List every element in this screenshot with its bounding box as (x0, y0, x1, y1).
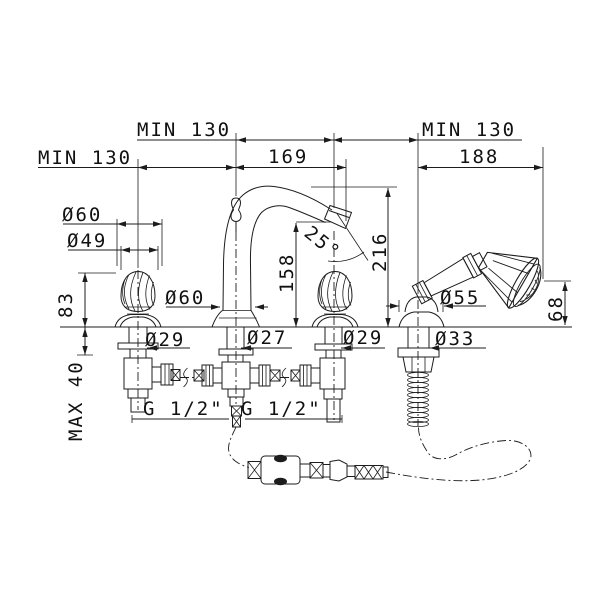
thread-right-label: G 1/2" (241, 398, 322, 420)
dim-left-shank-dia-label: Ø29 (145, 329, 185, 351)
hose-connector (247, 454, 389, 486)
dim-head-clearance-label: 68 (545, 295, 567, 322)
dim-spout-shank-dia-label: Ø27 (247, 327, 287, 349)
pipe-break-symbols (183, 367, 287, 388)
dim-shower-reach-label: 188 (459, 146, 499, 168)
outlet-angle-annotation (327, 213, 369, 262)
dim-handle-knob-dia-label: Ø49 (67, 230, 107, 252)
dim-min130-left-label: MIN 130 (38, 147, 132, 169)
dim-handle-trim-dia-label: Ø60 (62, 204, 102, 226)
spout (211, 185, 353, 328)
right-valve-assembly (290, 326, 353, 423)
handle-knob-flutes (122, 271, 155, 312)
handle-base-trim (114, 314, 162, 328)
hose-route-loop (385, 427, 532, 482)
dim-outlet-height-label: 158 (276, 253, 298, 293)
dim-deck-max-label: MAX 40 (65, 360, 87, 441)
shower-head (477, 251, 542, 309)
left-valve-assembly (117, 326, 181, 413)
dim-total-height-label: 216 (369, 232, 391, 272)
handle-knob (120, 270, 156, 313)
dim-outlet-angle-label: 25° (300, 222, 345, 264)
shower-hose-coil (407, 371, 429, 427)
spout-aerator (323, 204, 353, 230)
shower-tail-assembly (397, 326, 440, 427)
right-handle (311, 271, 359, 328)
dim-handle-height-label: 83 (55, 291, 77, 318)
pop-up-rod-knob (230, 197, 242, 232)
center-valve-assembly (193, 326, 281, 428)
shower-holder (398, 296, 445, 328)
spout-inner-profile (249, 205, 326, 328)
hand-shower (398, 251, 542, 328)
spout-outer-profile (211, 185, 333, 328)
dim-right-shank-dia-label: Ø29 (343, 327, 383, 349)
dimension-lines (38, 133, 571, 423)
left-handle (114, 270, 162, 328)
dimension-labels: MIN 130 MIN 130 MIN 130 169 188 Ø60 Ø49 … (38, 119, 567, 441)
shower-wand-grip (411, 252, 488, 305)
dim-shower-shank-dia-label: Ø33 (435, 328, 475, 350)
dim-shower-holder-dia-label: Ø55 (440, 287, 480, 309)
extension-lines (77, 133, 571, 423)
hose-assembly (228, 426, 532, 486)
hose-route-left (228, 426, 250, 468)
dim-min130-mid-label: MIN 130 (137, 119, 231, 141)
dim-spout-reach-label: 169 (268, 146, 308, 168)
thread-left-label: G 1/2" (143, 398, 224, 420)
dim-min130-right-label: MIN 130 (422, 119, 516, 141)
dim-spout-base-dia-label: Ø60 (165, 287, 205, 309)
dimension-line-rows (38, 139, 566, 420)
